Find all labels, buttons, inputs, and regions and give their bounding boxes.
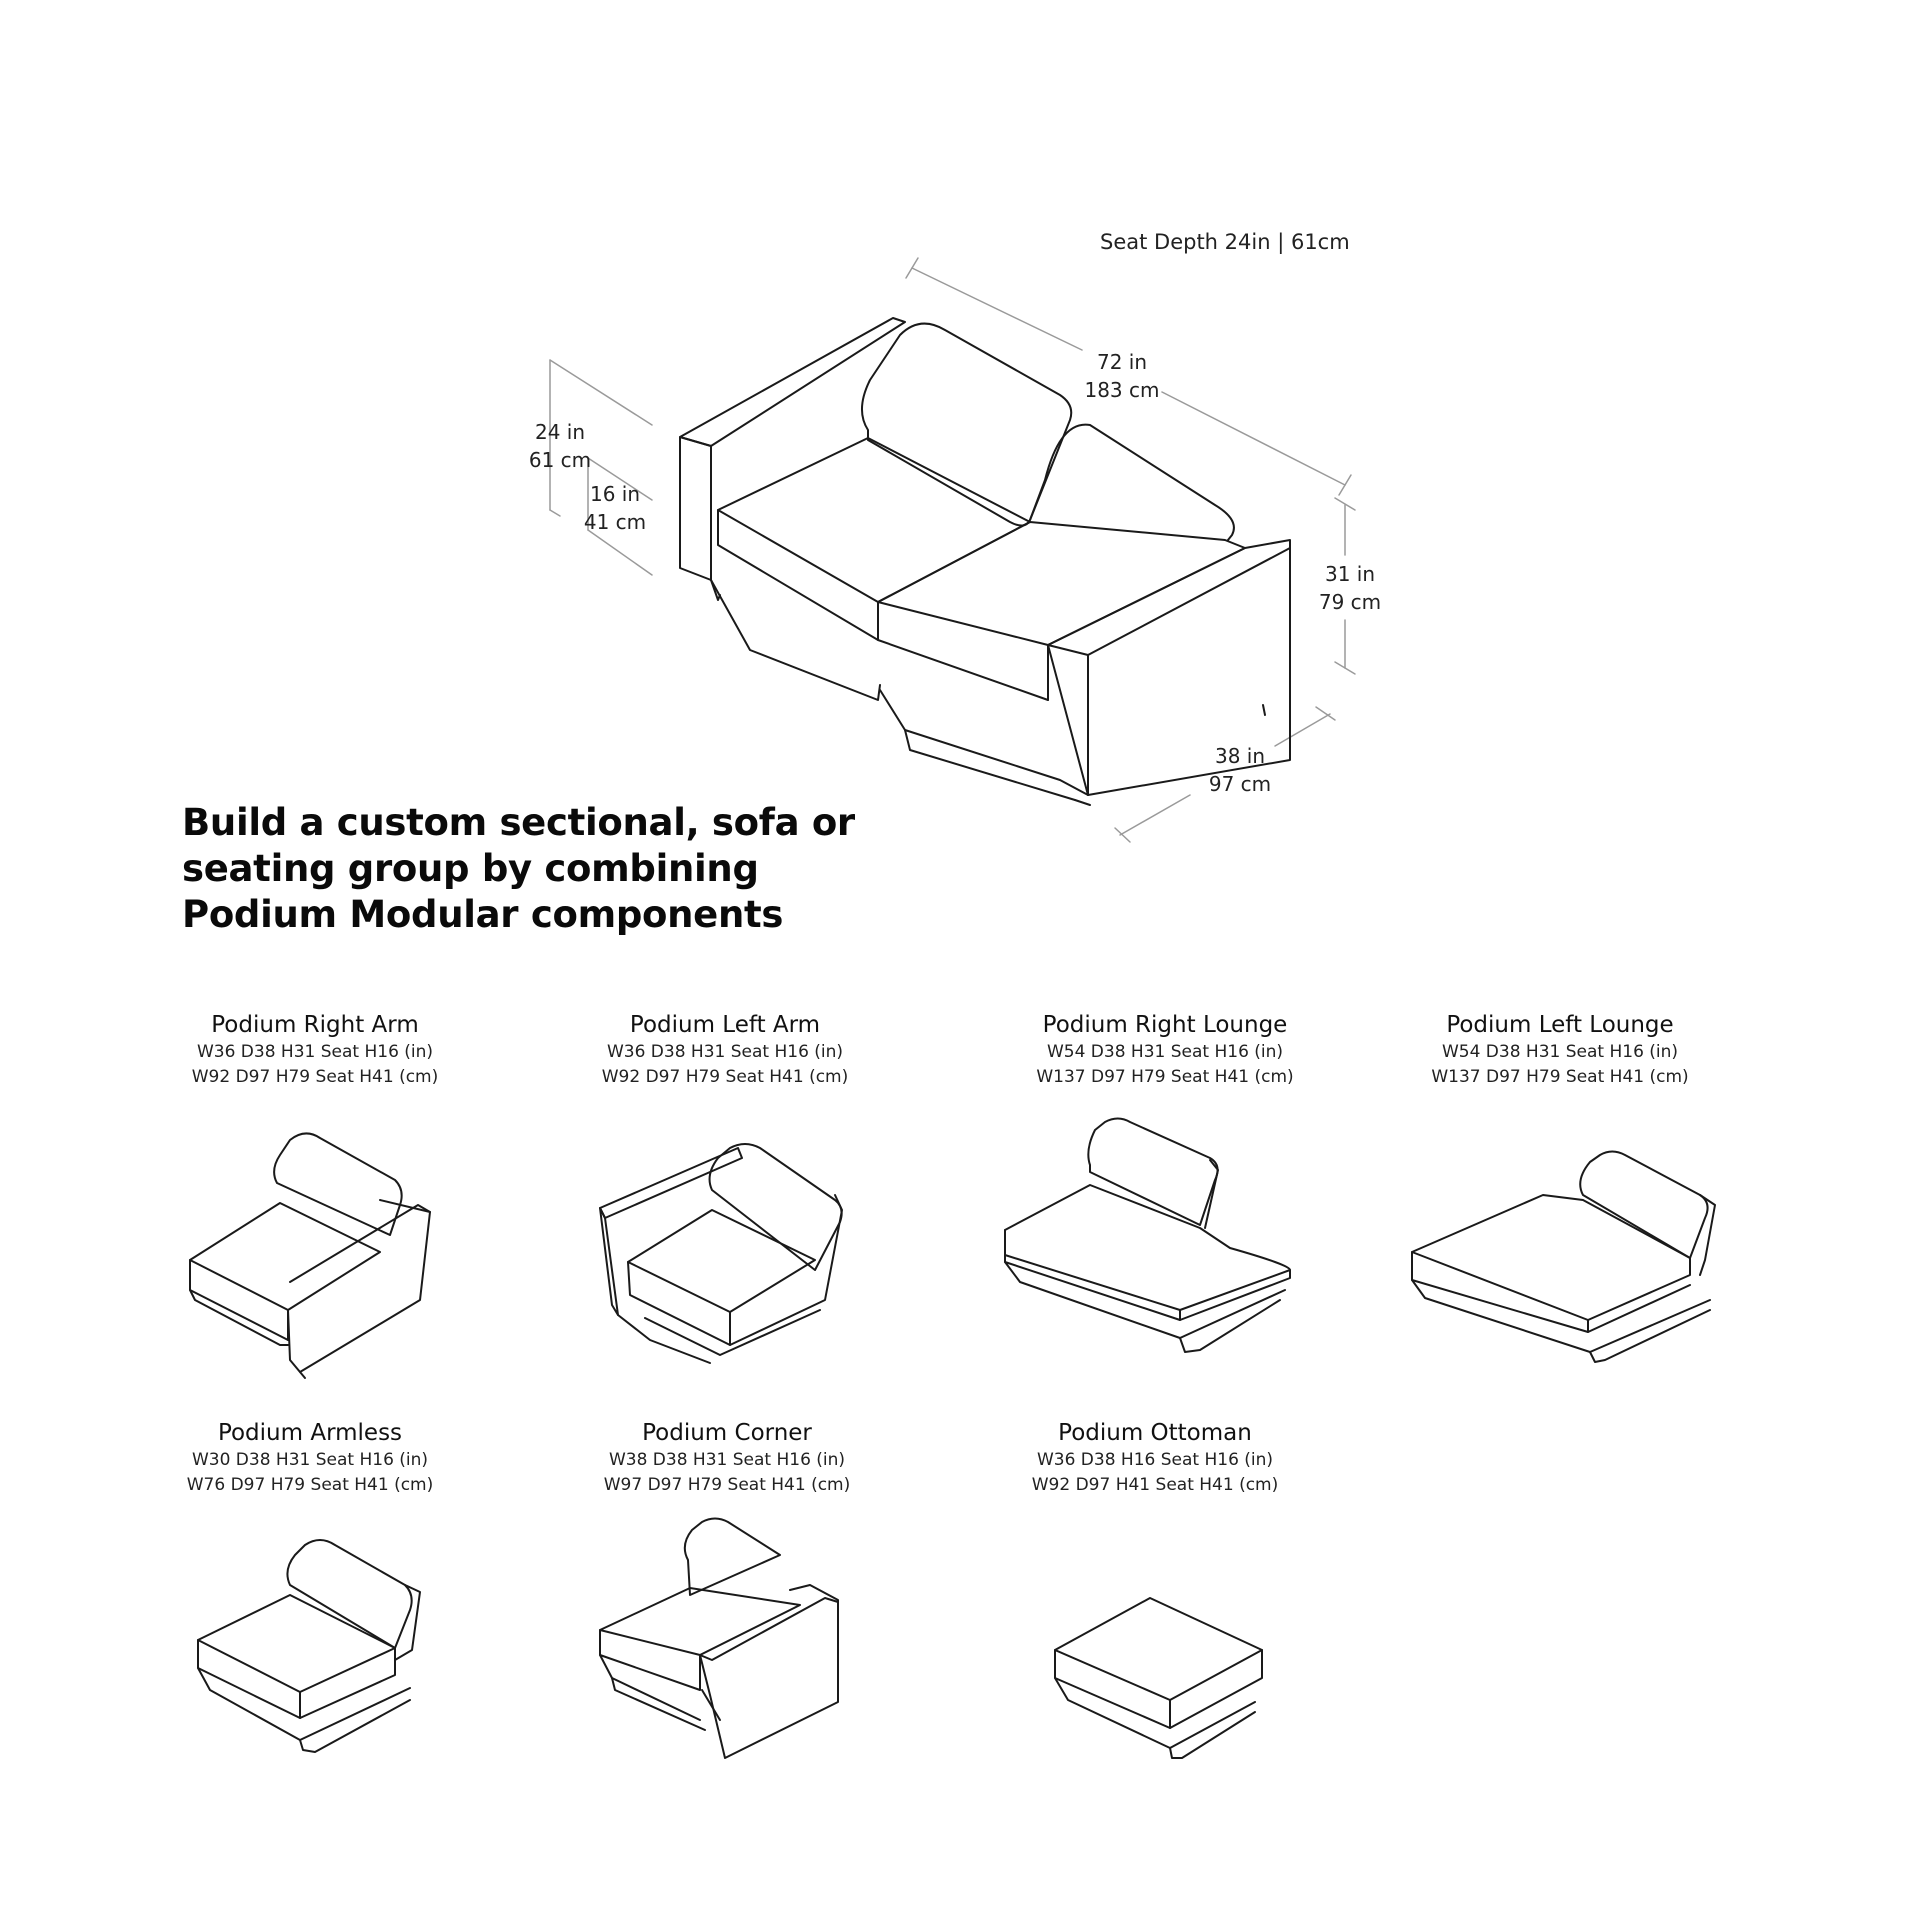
component-title: Podium Corner: [642, 1420, 812, 1446]
depth-dimension-label: 38 in 97 cm: [1200, 742, 1280, 798]
component-spec-in: W30 D38 H31 Seat H16 (in): [191, 1450, 429, 1470]
armless-drawing: [197, 1539, 421, 1753]
width-dimension-label: 72 in 183 cm: [1082, 348, 1162, 404]
depth-cm: 97 cm: [1208, 772, 1272, 796]
component-spec-cm: W92 D97 H79 Seat H41 (cm): [601, 1067, 849, 1087]
component-title: Podium Right Lounge: [1042, 1012, 1288, 1038]
component-ottoman: Podium Ottoman W36 D38 H16 Seat H16 (in)…: [975, 1418, 1335, 1498]
component-right-lounge: Podium Right Lounge W54 D38 H31 Seat H16…: [985, 1010, 1345, 1090]
ottoman-drawing: [1054, 1597, 1263, 1759]
component-right-arm: Podium Right Arm W36 D38 H31 Seat H16 (i…: [135, 1010, 495, 1090]
component-spec-in: W36 D38 H31 Seat H16 (in): [606, 1042, 844, 1062]
dimension-lines: [549, 257, 1356, 843]
seat-height-cm: 41 cm: [583, 510, 647, 534]
height-cm: 79 cm: [1318, 590, 1382, 614]
left-arm-drawing: [599, 1143, 843, 1364]
component-spec-in: W54 D38 H31 Seat H16 (in): [1046, 1042, 1284, 1062]
main-sofa-drawing: [679, 317, 1291, 806]
component-left-lounge: Podium Left Lounge W54 D38 H31 Seat H16 …: [1380, 1010, 1740, 1090]
back-height-in: 24 in: [534, 420, 586, 444]
height-in: 31 in: [1324, 562, 1376, 586]
component-title: Podium Ottoman: [1058, 1420, 1252, 1446]
component-spec-cm: W137 D97 H79 Seat H41 (cm): [1431, 1067, 1689, 1087]
component-title: Podium Left Arm: [629, 1012, 821, 1038]
component-spec-cm: W92 D97 H41 Seat H41 (cm): [1031, 1475, 1279, 1495]
corner-drawing: [599, 1517, 839, 1759]
seat-height-in: 16 in: [589, 482, 641, 506]
seat-height-dimension-label: 16 in 41 cm: [580, 480, 650, 536]
right-lounge-drawing: [1004, 1117, 1291, 1353]
left-lounge-drawing: [1411, 1150, 1716, 1363]
component-title: Podium Right Arm: [211, 1012, 419, 1038]
component-spec-in: W36 D38 H16 Seat H16 (in): [1036, 1450, 1274, 1470]
headline: Build a custom sectional, sofa or seatin…: [182, 801, 855, 936]
height-dimension-label: 31 in 79 cm: [1310, 560, 1390, 616]
component-armless: Podium Armless W30 D38 H31 Seat H16 (in)…: [130, 1418, 490, 1498]
component-title: Podium Armless: [217, 1420, 403, 1446]
back-height-cm: 61 cm: [528, 448, 592, 472]
right-arm-drawing: [189, 1132, 431, 1379]
width-cm: 183 cm: [1084, 378, 1160, 402]
back-height-dimension-label: 24 in 61 cm: [525, 418, 595, 474]
width-in: 72 in: [1096, 350, 1148, 374]
seat-depth-label: Seat Depth 24in | 61cm: [1100, 230, 1350, 254]
component-spec-in: W54 D38 H31 Seat H16 (in): [1441, 1042, 1679, 1062]
component-corner: Podium Corner W38 D38 H31 Seat H16 (in) …: [547, 1418, 907, 1498]
component-spec-cm: W92 D97 H79 Seat H41 (cm): [191, 1067, 439, 1087]
component-spec-cm: W97 D97 H79 Seat H41 (cm): [603, 1475, 851, 1495]
component-spec-cm: W76 D97 H79 Seat H41 (cm): [186, 1475, 434, 1495]
component-left-arm: Podium Left Arm W36 D38 H31 Seat H16 (in…: [545, 1010, 905, 1090]
component-spec-in: W38 D38 H31 Seat H16 (in): [608, 1450, 846, 1470]
component-spec-cm: W137 D97 H79 Seat H41 (cm): [1036, 1067, 1294, 1087]
component-title: Podium Left Lounge: [1446, 1012, 1674, 1038]
component-spec-in: W36 D38 H31 Seat H16 (in): [196, 1042, 434, 1062]
depth-in: 38 in: [1214, 744, 1266, 768]
